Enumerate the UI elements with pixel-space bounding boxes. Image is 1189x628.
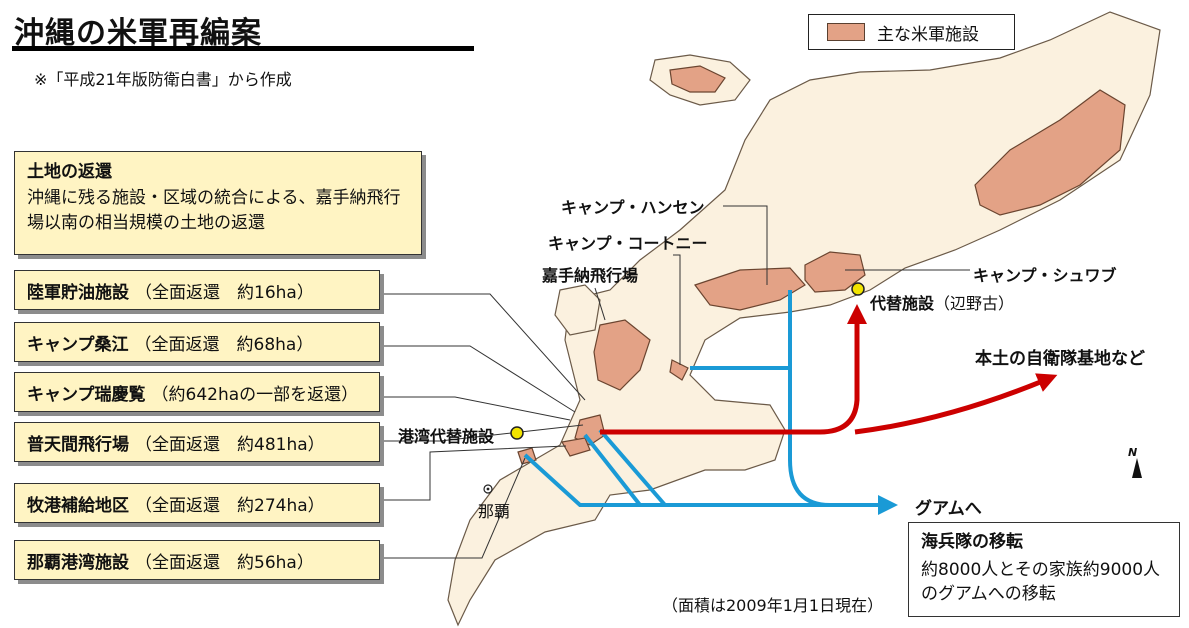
- henoko-marker: [851, 282, 865, 296]
- facility-name: キャンプ瑞慶覧: [27, 384, 146, 405]
- camp-schwab-area: [804, 251, 866, 293]
- marines-body: 約8000人とその家族約9000人のグアムへの移転: [921, 559, 1161, 604]
- replacement-name: 代替施設: [870, 294, 935, 313]
- marines-title: 海兵隊の移転: [921, 532, 1023, 552]
- source-note: ※「平成21年版防衛白書」から作成: [34, 70, 292, 89]
- title-underline: [12, 46, 474, 51]
- courtney-area: [669, 359, 689, 381]
- map-label-camp-schwab: キャンプ・シュワブ: [973, 266, 1117, 285]
- camp-hansen-area: [694, 267, 806, 311]
- legend: 主な米軍施設: [808, 14, 1015, 50]
- map-label-camp-courtney: キャンプ・コートニー: [548, 234, 708, 253]
- map-label-sdf-bases: 本土の自衛隊基地など: [975, 349, 1145, 369]
- facility-box-0: 陸軍貯油施設 （全面返還 約16ha）: [14, 270, 380, 310]
- legend-label: 主な米軍施設: [877, 24, 979, 45]
- facility-name: 普天間飛行場: [27, 434, 129, 455]
- facility-name: 牧港補給地区: [27, 495, 129, 516]
- page-title: 沖縄の米軍再編案: [14, 16, 262, 51]
- facility-box-3: 普天間飛行場 （全面返還 約481ha）: [14, 422, 380, 462]
- naha-marker: [483, 484, 493, 494]
- facility-box-2: キャンプ瑞慶覧 （約642haの一部を返還）: [14, 372, 380, 412]
- map-label-naha: 那覇: [478, 502, 511, 521]
- northern-training-area: [974, 89, 1126, 216]
- port-replacement-marker: [510, 426, 524, 440]
- facility-name: キャンプ桑江: [27, 334, 129, 355]
- facility-box-5: 那覇港湾施設 （全面返還 約56ha）: [14, 540, 380, 580]
- kadena-area: [593, 319, 651, 391]
- north-label: N: [1128, 446, 1138, 459]
- facility-detail: （約642haの一部を返還）: [151, 384, 359, 405]
- main-island-shape: [447, 11, 1161, 627]
- map-label-guam: グアムへ: [915, 499, 982, 519]
- naha-marker-dot: [486, 487, 490, 491]
- facility-name: 陸軍貯油施設: [27, 282, 129, 303]
- facility-detail: （全面返還 約481ha）: [135, 434, 325, 455]
- facility-name: 那覇港湾施設: [27, 552, 129, 573]
- facility-box-1: キャンプ桑江 （全面返還 約68ha）: [14, 322, 380, 362]
- area-date-note: （面積は2009年1月1日現在）: [662, 596, 884, 615]
- facility-detail: （全面返還 約16ha）: [135, 282, 314, 303]
- facility-detail: （全面返還 約56ha）: [135, 552, 314, 573]
- futenma-arrows: [600, 304, 1058, 435]
- land-return-title: 土地の返還: [27, 162, 112, 182]
- peninsula-shape: [554, 284, 601, 336]
- map-label-replacement: 代替施設（辺野古）: [870, 290, 1014, 314]
- marines-box: 海兵隊の移転 約8000人とその家族約9000人のグアムへの移転: [908, 522, 1180, 617]
- land-return-box: 土地の返還 沖縄に残る施設・区域の統合による、嘉手納飛行場以南の相当規模の土地の…: [14, 151, 422, 255]
- map-label-port-replacement: 港湾代替施設: [398, 427, 495, 446]
- map-label-kadena: 嘉手納飛行場: [542, 266, 639, 285]
- facility-detail: （全面返還 約68ha）: [134, 334, 314, 355]
- north-arrow: [1132, 458, 1142, 478]
- land-return-body: 沖縄に残る施設・区域の統合による、嘉手納飛行場以南の相当規模の土地の返還: [27, 187, 401, 234]
- replacement-place: （辺野古）: [934, 294, 1015, 313]
- makiminato-area: [561, 437, 591, 457]
- facility-box-4: 牧港補給地区 （全面返還 約274ha）: [14, 483, 380, 523]
- northwest-base-area: [669, 65, 726, 93]
- facility-detail: （全面返還 約274ha）: [135, 495, 325, 516]
- map-label-camp-hansen: キャンプ・ハンセン: [561, 198, 705, 217]
- guam-arrows: [523, 290, 898, 515]
- futenma-area: [574, 414, 606, 446]
- leader-lines: [380, 205, 970, 559]
- legend-swatch: [827, 23, 865, 41]
